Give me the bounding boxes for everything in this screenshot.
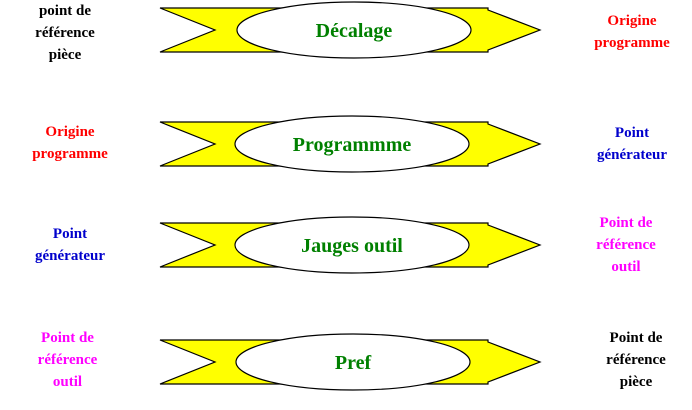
row2-left-label: Origine programme bbox=[32, 124, 108, 162]
row2-arrow: Programmme bbox=[159, 115, 542, 173]
row3-right-label: Point de référence outil bbox=[596, 215, 656, 275]
row4-center-ellipse bbox=[235, 333, 471, 391]
row2-right-label: Point générateur bbox=[597, 125, 667, 163]
row2-center-ellipse bbox=[234, 115, 470, 173]
row3-left-label: Point générateur bbox=[35, 226, 105, 264]
row3-center-ellipse bbox=[234, 216, 470, 274]
row4-arrow: Pref bbox=[159, 333, 542, 391]
row1-left-label: point de référence pièce bbox=[35, 3, 95, 63]
row4-left-label: Point de référence outil bbox=[37, 330, 98, 390]
row1-center-ellipse bbox=[236, 1, 472, 59]
row2-center-label: Programmme bbox=[293, 134, 412, 156]
row1-center-label: Décalage bbox=[316, 20, 393, 42]
row4-center-label: Pref bbox=[335, 352, 372, 374]
row1-right-label: Origine programme bbox=[594, 13, 670, 51]
row4-right-label: Point de référence pièce bbox=[606, 330, 666, 390]
row3-center-label: Jauges outil bbox=[301, 235, 403, 257]
row1-arrow: Décalage bbox=[159, 1, 542, 59]
row3-arrow: Jauges outil bbox=[159, 216, 542, 274]
